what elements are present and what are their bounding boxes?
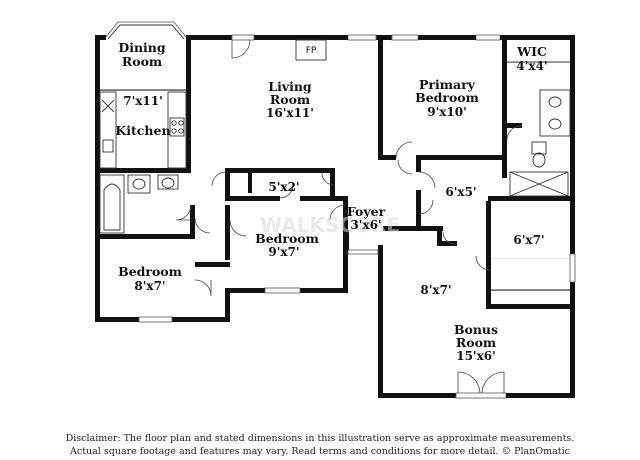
- foyer-label: Foyer: [347, 204, 386, 219]
- dining-room-label-line1: Dining: [118, 40, 166, 55]
- entry-door-living: [231, 34, 255, 59]
- left-bedroom-label: Bedroom: [118, 264, 182, 279]
- disclaimer-line-1: Disclaimer: The floor plan and stated di…: [65, 433, 575, 444]
- exterior-walls: [95, 35, 575, 398]
- primary-bedroom-label-line1: Primary: [419, 77, 476, 92]
- kitchen-fixtures: [99, 91, 187, 169]
- fireplace-label: FP: [306, 46, 317, 56]
- kitchen-label: Kitchen: [115, 123, 170, 138]
- wic-dims: 4'x4': [516, 59, 547, 73]
- bonus-french-doors: [455, 371, 507, 399]
- watermark: WALKSCORE: [260, 213, 400, 237]
- living-room-dims: 16'x11': [266, 106, 314, 120]
- hall-bath-fixtures: [99, 174, 179, 234]
- primary-bedroom-label-line2: Bedroom: [415, 90, 479, 105]
- closet-hall-dims: 5'x2': [268, 180, 299, 194]
- dining-bay-window: [105, 21, 187, 40]
- primary-bath-fixtures: [506, 61, 571, 197]
- floor-plan: WALKSCORE Dining Room 7'x11' Kitchen FP …: [95, 21, 576, 399]
- kitchen-dims: 7'x11': [123, 94, 163, 108]
- interior-doors: [175, 125, 522, 297]
- bonus-room-label-line1: Bonus: [454, 322, 498, 337]
- wic-label: WIC: [516, 44, 547, 59]
- room-6x7-dims: 6'x7': [513, 233, 544, 247]
- windows: [138, 34, 576, 323]
- dining-room-label-line2: Room: [122, 54, 162, 69]
- room-8x7-dims: 8'x7': [420, 283, 451, 297]
- center-bedroom-label: Bedroom: [255, 231, 319, 246]
- fireplace: [295, 39, 327, 61]
- bonus-room-label-line2: Room: [456, 335, 496, 350]
- left-bedroom-dims: 8'x7': [134, 279, 165, 293]
- primary-bedroom-dims: 9'x10': [427, 105, 467, 119]
- interior-walls: [99, 40, 575, 309]
- room-labels: Dining Room 7'x11' Kitchen FP Living Roo…: [115, 40, 547, 363]
- living-room-label-line2: Room: [270, 92, 310, 107]
- bonus-room-dims: 15'x6': [456, 349, 496, 363]
- disclaimer: Disclaimer: The floor plan and stated di…: [0, 432, 640, 458]
- bath-primary-dims: 6'x5': [445, 185, 476, 199]
- foyer-dims: 3'x6': [350, 218, 381, 232]
- center-bedroom-dims: 9'x7': [268, 245, 299, 259]
- disclaimer-line-2: Actual square footage and features may v…: [70, 446, 570, 457]
- living-room-label-line1: Living: [268, 79, 312, 94]
